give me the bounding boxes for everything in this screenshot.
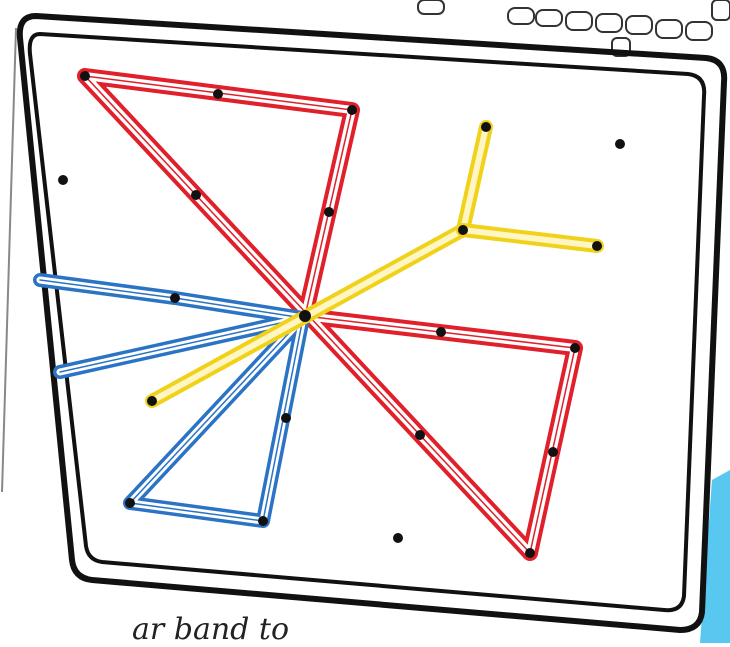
handwritten-text: ar band to: [132, 612, 289, 647]
peg: [324, 207, 334, 217]
peg: [258, 516, 268, 526]
peg: [147, 396, 157, 406]
peg: [125, 498, 135, 508]
peg: [592, 241, 602, 251]
peg: [80, 71, 90, 81]
peg: [615, 139, 625, 149]
peg: [347, 105, 357, 115]
peg: [170, 293, 180, 303]
peg: [548, 447, 558, 457]
peg: [436, 327, 446, 337]
peg: [213, 89, 223, 99]
peg: [281, 413, 291, 423]
peg: [525, 548, 535, 558]
peg: [415, 430, 425, 440]
peg: [481, 122, 491, 132]
peg: [299, 310, 311, 322]
peg: [570, 343, 580, 353]
peg: [58, 175, 68, 185]
peg: [191, 190, 201, 200]
peg: [393, 533, 403, 543]
peg: [458, 225, 468, 235]
